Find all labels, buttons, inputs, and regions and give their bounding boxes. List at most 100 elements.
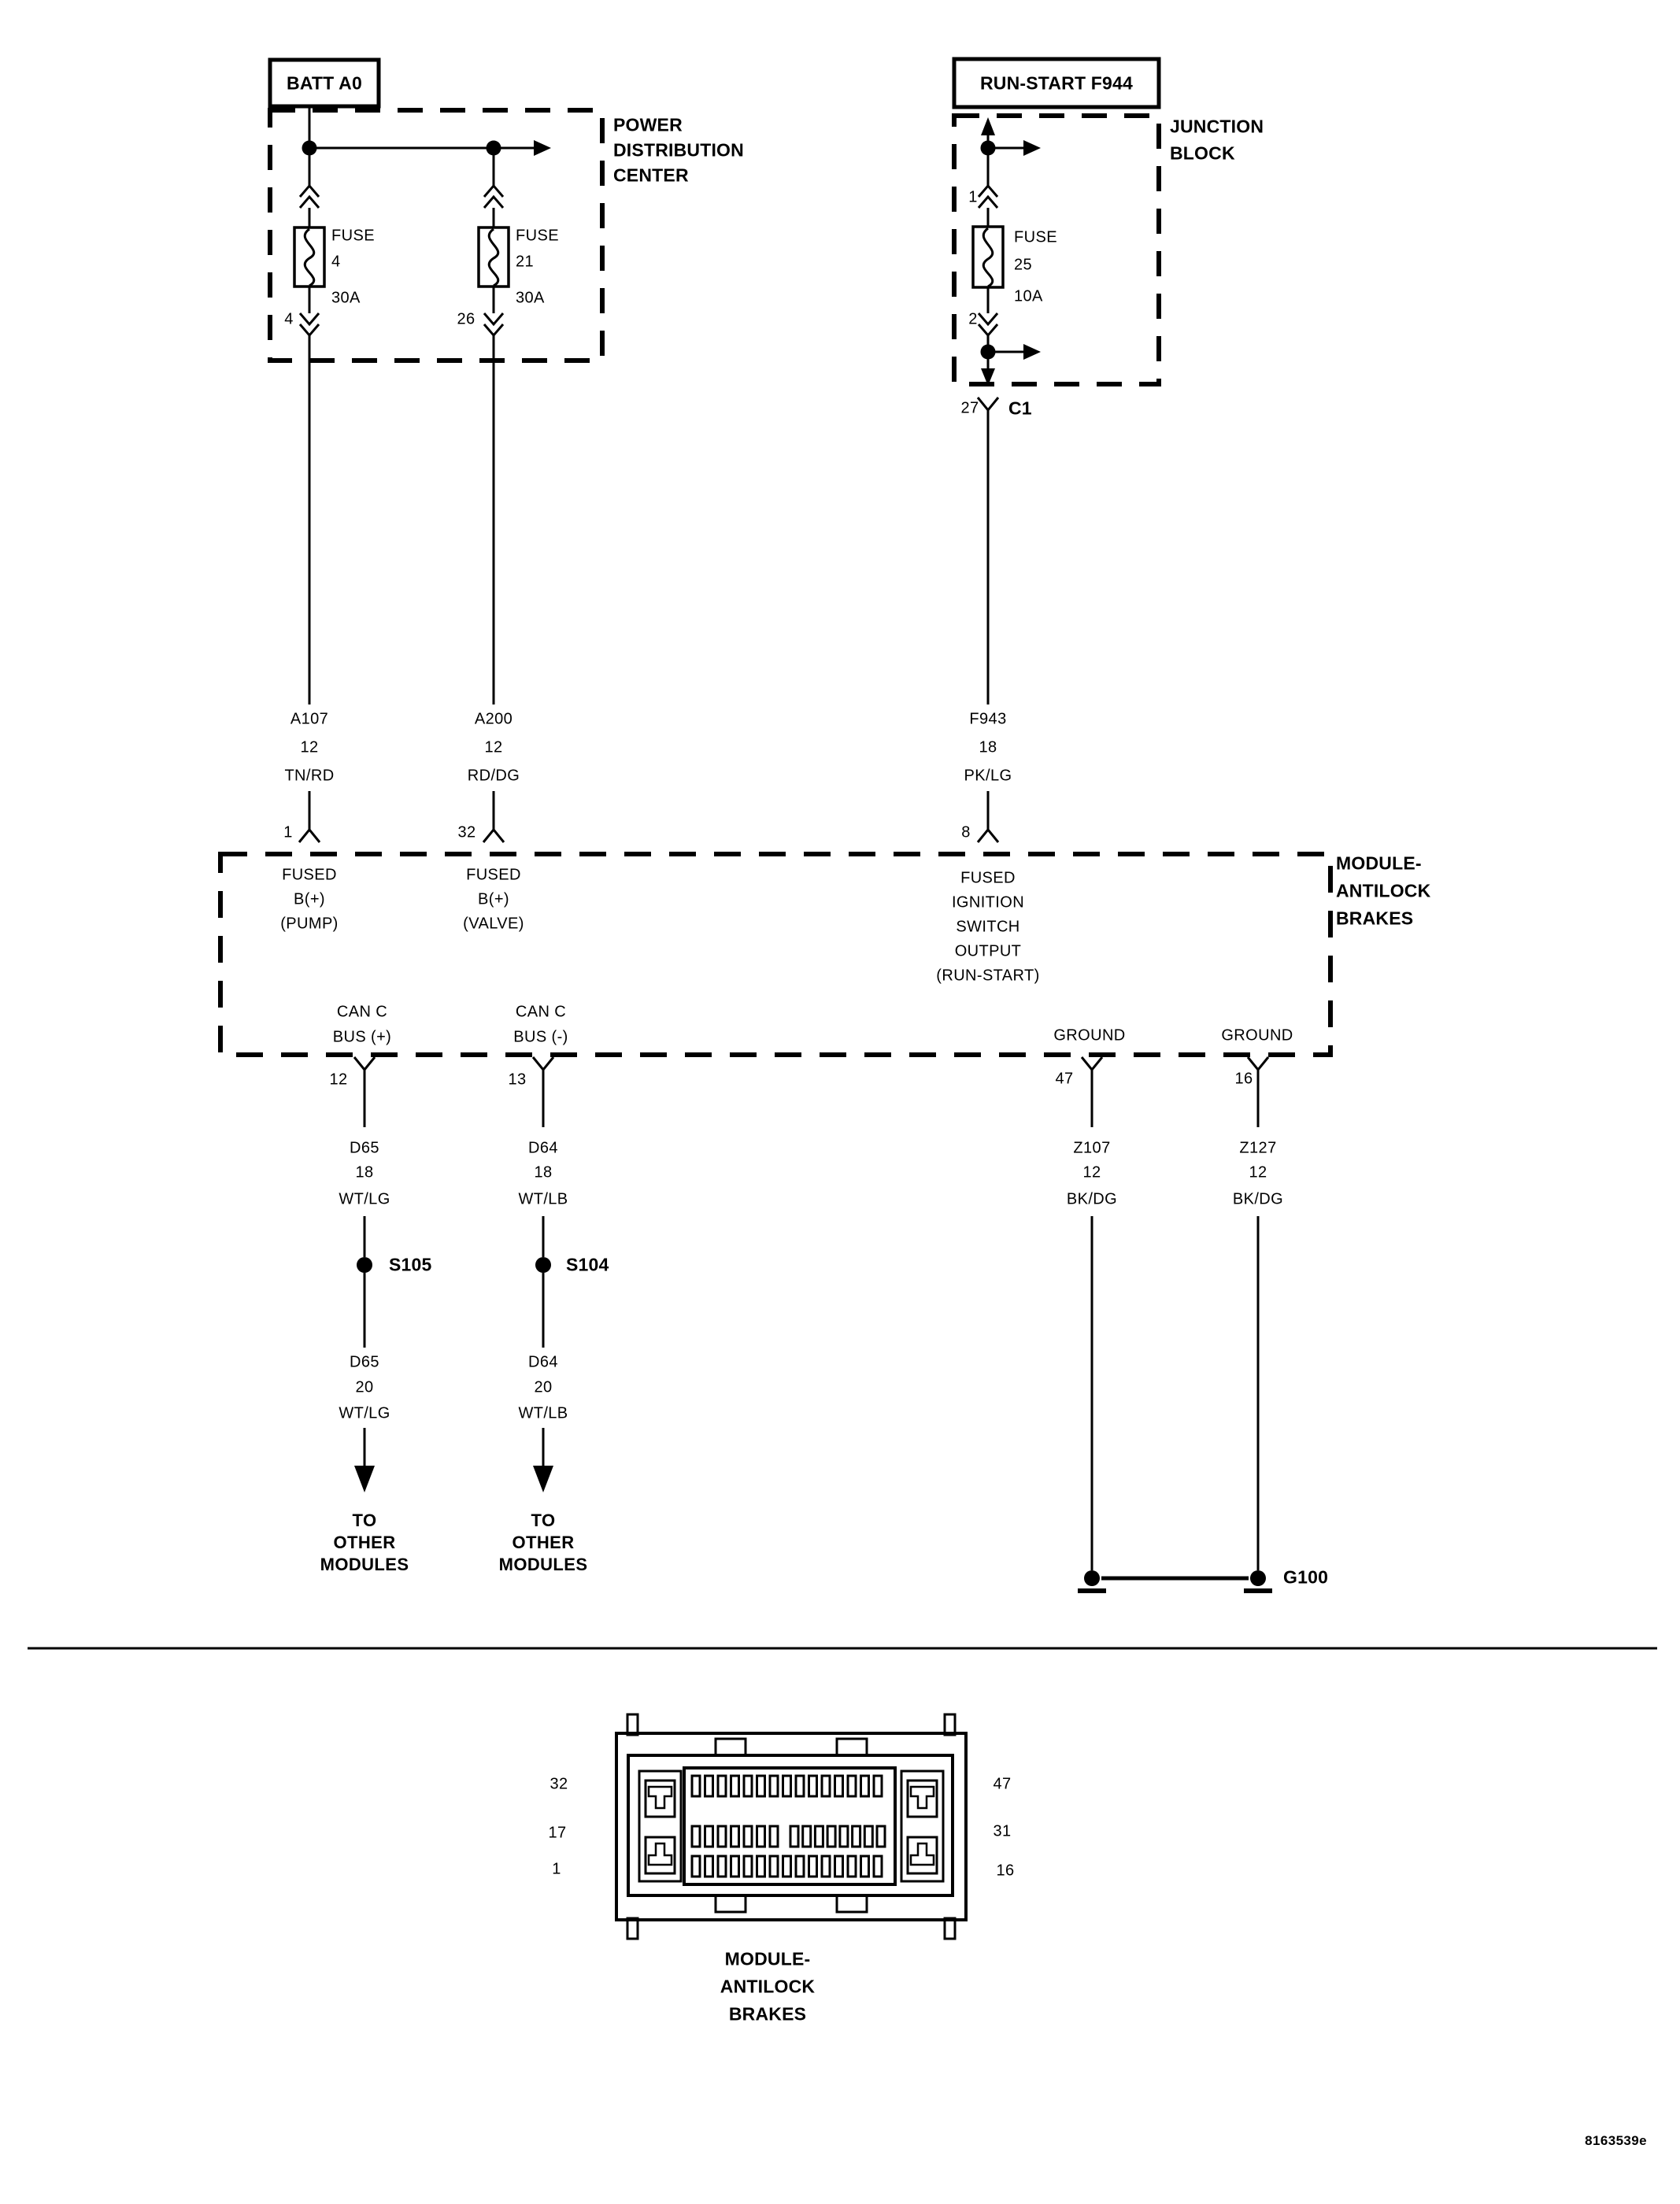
wire-a107-circuit: A107 bbox=[290, 710, 329, 728]
pin-connector-icon bbox=[976, 827, 1000, 843]
wire-d64-run bbox=[531, 1056, 555, 1466]
to-other-modules-line: OTHER bbox=[333, 1533, 396, 1552]
fuse25-in-pin: 1 bbox=[968, 188, 978, 206]
module-fn-valve-line: FUSED bbox=[466, 866, 521, 884]
module-fn-ign-line: (RUN-START) bbox=[936, 967, 1040, 985]
to-other-modules-line: TO bbox=[531, 1511, 556, 1530]
wire-a107-run bbox=[298, 106, 534, 843]
wire-d64-18-circuit: D64 bbox=[528, 1139, 558, 1157]
module-fn-ign-line: IGNITION bbox=[951, 893, 1025, 912]
fuse-21-symbol bbox=[477, 226, 510, 288]
pin-connector-icon bbox=[353, 1056, 376, 1072]
to-other-modules-line: OTHER bbox=[512, 1533, 575, 1552]
inline-connector-icon bbox=[298, 312, 320, 338]
pdc-label-line: POWER bbox=[613, 114, 683, 135]
document-id: 8163539e bbox=[1585, 2133, 1647, 2148]
module-pin-1: 1 bbox=[283, 823, 293, 841]
pdc-label-line: CENTER bbox=[613, 165, 689, 186]
fuse4-out-pin: 4 bbox=[284, 310, 294, 328]
down-arrow-icon bbox=[981, 368, 995, 386]
jb-label-line: BLOCK bbox=[1170, 142, 1235, 164]
key-inverted-t-icon bbox=[647, 1842, 673, 1866]
c1-pin: 27 bbox=[960, 399, 979, 417]
wire-d64-18-color: WT/LB bbox=[518, 1190, 568, 1208]
fuse21-title: FUSE bbox=[516, 227, 559, 245]
pin-field bbox=[683, 1766, 897, 1886]
wire-a107-gauge: 12 bbox=[300, 738, 319, 756]
fuse25-rating: 10A bbox=[1014, 287, 1043, 305]
fuse4-rating: 30A bbox=[331, 289, 361, 307]
to-other-arrow-icon bbox=[354, 1466, 375, 1492]
junction-dot bbox=[302, 140, 317, 156]
jb-label-line: JUNCTION bbox=[1170, 116, 1264, 137]
wire-a200-color: RD/DG bbox=[467, 767, 520, 785]
fuse25-title: FUSE bbox=[1014, 228, 1057, 246]
c1-connector-icon bbox=[976, 397, 1000, 412]
fuse21-out-pin: 26 bbox=[457, 310, 476, 328]
fuse4-number: 4 bbox=[331, 253, 341, 271]
connector-face-drawing bbox=[615, 1713, 968, 1940]
pin-connector-icon bbox=[298, 827, 321, 843]
module-fn-pump-line: FUSED bbox=[282, 866, 337, 884]
to-other-arrow-icon bbox=[533, 1466, 553, 1492]
inline-connector-icon bbox=[483, 312, 505, 338]
pin-slot-row-middle bbox=[690, 1825, 886, 1848]
connector-pin-1: 1 bbox=[552, 1860, 561, 1878]
key-panel-right bbox=[900, 1769, 945, 1883]
to-other-modules-line: MODULES bbox=[320, 1555, 409, 1574]
module-pin-8: 8 bbox=[961, 823, 971, 841]
abs-module-box bbox=[218, 852, 1333, 1057]
pin-connector-icon bbox=[1246, 1056, 1270, 1072]
module-label-line: BRAKES bbox=[1336, 908, 1414, 929]
to-other-modules-line: TO bbox=[352, 1511, 377, 1530]
wire-d64-20-color: WT/LB bbox=[518, 1404, 568, 1422]
module-label-line: MODULE- bbox=[1336, 852, 1422, 874]
run-start-feed-box bbox=[952, 57, 1161, 109]
latch-bump bbox=[835, 1737, 868, 1757]
module-fn-ign-line: FUSED bbox=[960, 869, 1016, 887]
connector-caption-line: BRAKES bbox=[728, 2003, 807, 2025]
wire-z127-circuit: Z127 bbox=[1239, 1139, 1277, 1157]
pin-slot-row-bottom bbox=[690, 1855, 883, 1878]
module-fn-can-neg-line: BUS (-) bbox=[513, 1028, 568, 1046]
wire-z127-gauge: 12 bbox=[1249, 1163, 1267, 1182]
module-fn-pump-line: (PUMP) bbox=[280, 915, 339, 933]
splice-s105-label: S105 bbox=[389, 1254, 432, 1275]
wire-z107-gauge: 12 bbox=[1082, 1163, 1101, 1182]
wire-z107-circuit: Z107 bbox=[1073, 1139, 1111, 1157]
wire-f943-color: PK/LG bbox=[964, 767, 1012, 785]
module-fn-valve-line: (VALVE) bbox=[463, 915, 524, 933]
wire-a200-run bbox=[482, 155, 505, 843]
junction-dot bbox=[980, 344, 996, 360]
latch-bump bbox=[714, 1894, 747, 1914]
wire-d65-20-color: WT/LG bbox=[339, 1404, 390, 1422]
feed-arrow-icon bbox=[1023, 140, 1041, 156]
fuse4-title: FUSE bbox=[331, 227, 375, 245]
latch-bump bbox=[835, 1894, 868, 1914]
splice-s104-label: S104 bbox=[566, 1254, 609, 1275]
run-start-label: RUN-START F944 bbox=[979, 72, 1134, 94]
wire-a200-circuit: A200 bbox=[474, 710, 513, 728]
wire-f943-gauge: 18 bbox=[979, 738, 997, 756]
fuse-25-symbol bbox=[971, 225, 1005, 289]
module-fn-can-pos-line: CAN C bbox=[336, 1003, 388, 1021]
module-fn-ground1: GROUND bbox=[1053, 1026, 1126, 1045]
module-fn-can-neg-line: CAN C bbox=[515, 1003, 567, 1021]
wire-f943-circuit: F943 bbox=[969, 710, 1007, 728]
wire-a107-color: TN/RD bbox=[284, 767, 335, 785]
inline-connector-icon bbox=[483, 183, 505, 209]
fuse21-number: 21 bbox=[516, 253, 535, 271]
wire-d65-run bbox=[353, 1056, 376, 1466]
wire-d65-18-color: WT/LG bbox=[339, 1190, 390, 1208]
module-fn-ground2: GROUND bbox=[1221, 1026, 1293, 1045]
pin-connector-icon bbox=[482, 827, 505, 843]
wire-z107-color: BK/DG bbox=[1066, 1190, 1118, 1208]
wire-z107-run bbox=[1080, 1056, 1104, 1570]
wire-f943-run bbox=[976, 132, 1023, 843]
wire-d65-18-gauge: 18 bbox=[355, 1163, 374, 1182]
junction-block-box bbox=[952, 113, 1161, 386]
key-t-icon bbox=[647, 1785, 673, 1810]
fuse25-number: 25 bbox=[1014, 256, 1033, 274]
module-fn-ign-line: OUTPUT bbox=[954, 942, 1022, 960]
